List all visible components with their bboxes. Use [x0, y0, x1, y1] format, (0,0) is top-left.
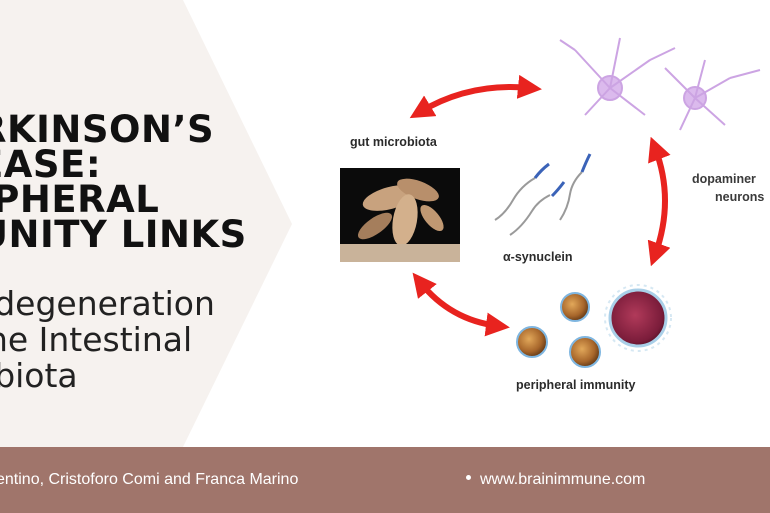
slide-subtitle: odegeneration the Intestinal obiota — [0, 284, 215, 395]
alpha-synuclein-image — [494, 153, 592, 236]
footer-website[interactable]: www.brainimmune.com — [466, 471, 645, 489]
label-neurons: neurons — [715, 190, 764, 204]
arrow-gut-to-neurons — [409, 74, 542, 119]
footer-authors: sentino, Cristoforo Comi and Franca Mari… — [0, 471, 299, 488]
label-dopaminergic: dopaminer — [692, 172, 756, 186]
gut-microbiota-image — [340, 168, 460, 262]
label-alpha-synuclein: α-synuclein — [503, 250, 573, 264]
pd-gut-immunity-diagram: gut microbiota dopaminer neurons α-synuc… — [340, 37, 764, 392]
dopaminergic-neurons-image — [559, 37, 761, 131]
slide-title: RKINSON’S EASE: IPHERAL UNITY LINKS — [0, 108, 247, 256]
bullet-icon — [466, 475, 471, 481]
arrow-immunity-to-gut — [412, 272, 510, 337]
peripheral-immunity-image — [516, 284, 672, 368]
label-peripheral-immunity: peripheral immunity — [516, 378, 636, 392]
label-gut-microbiota: gut microbiota — [350, 135, 438, 149]
arrow-neurons-to-immunity — [647, 136, 671, 267]
footer-bar: sentino, Cristoforo Comi and Franca Mari… — [0, 447, 770, 513]
footer-website-text: www.brainimmune.com — [480, 471, 646, 488]
